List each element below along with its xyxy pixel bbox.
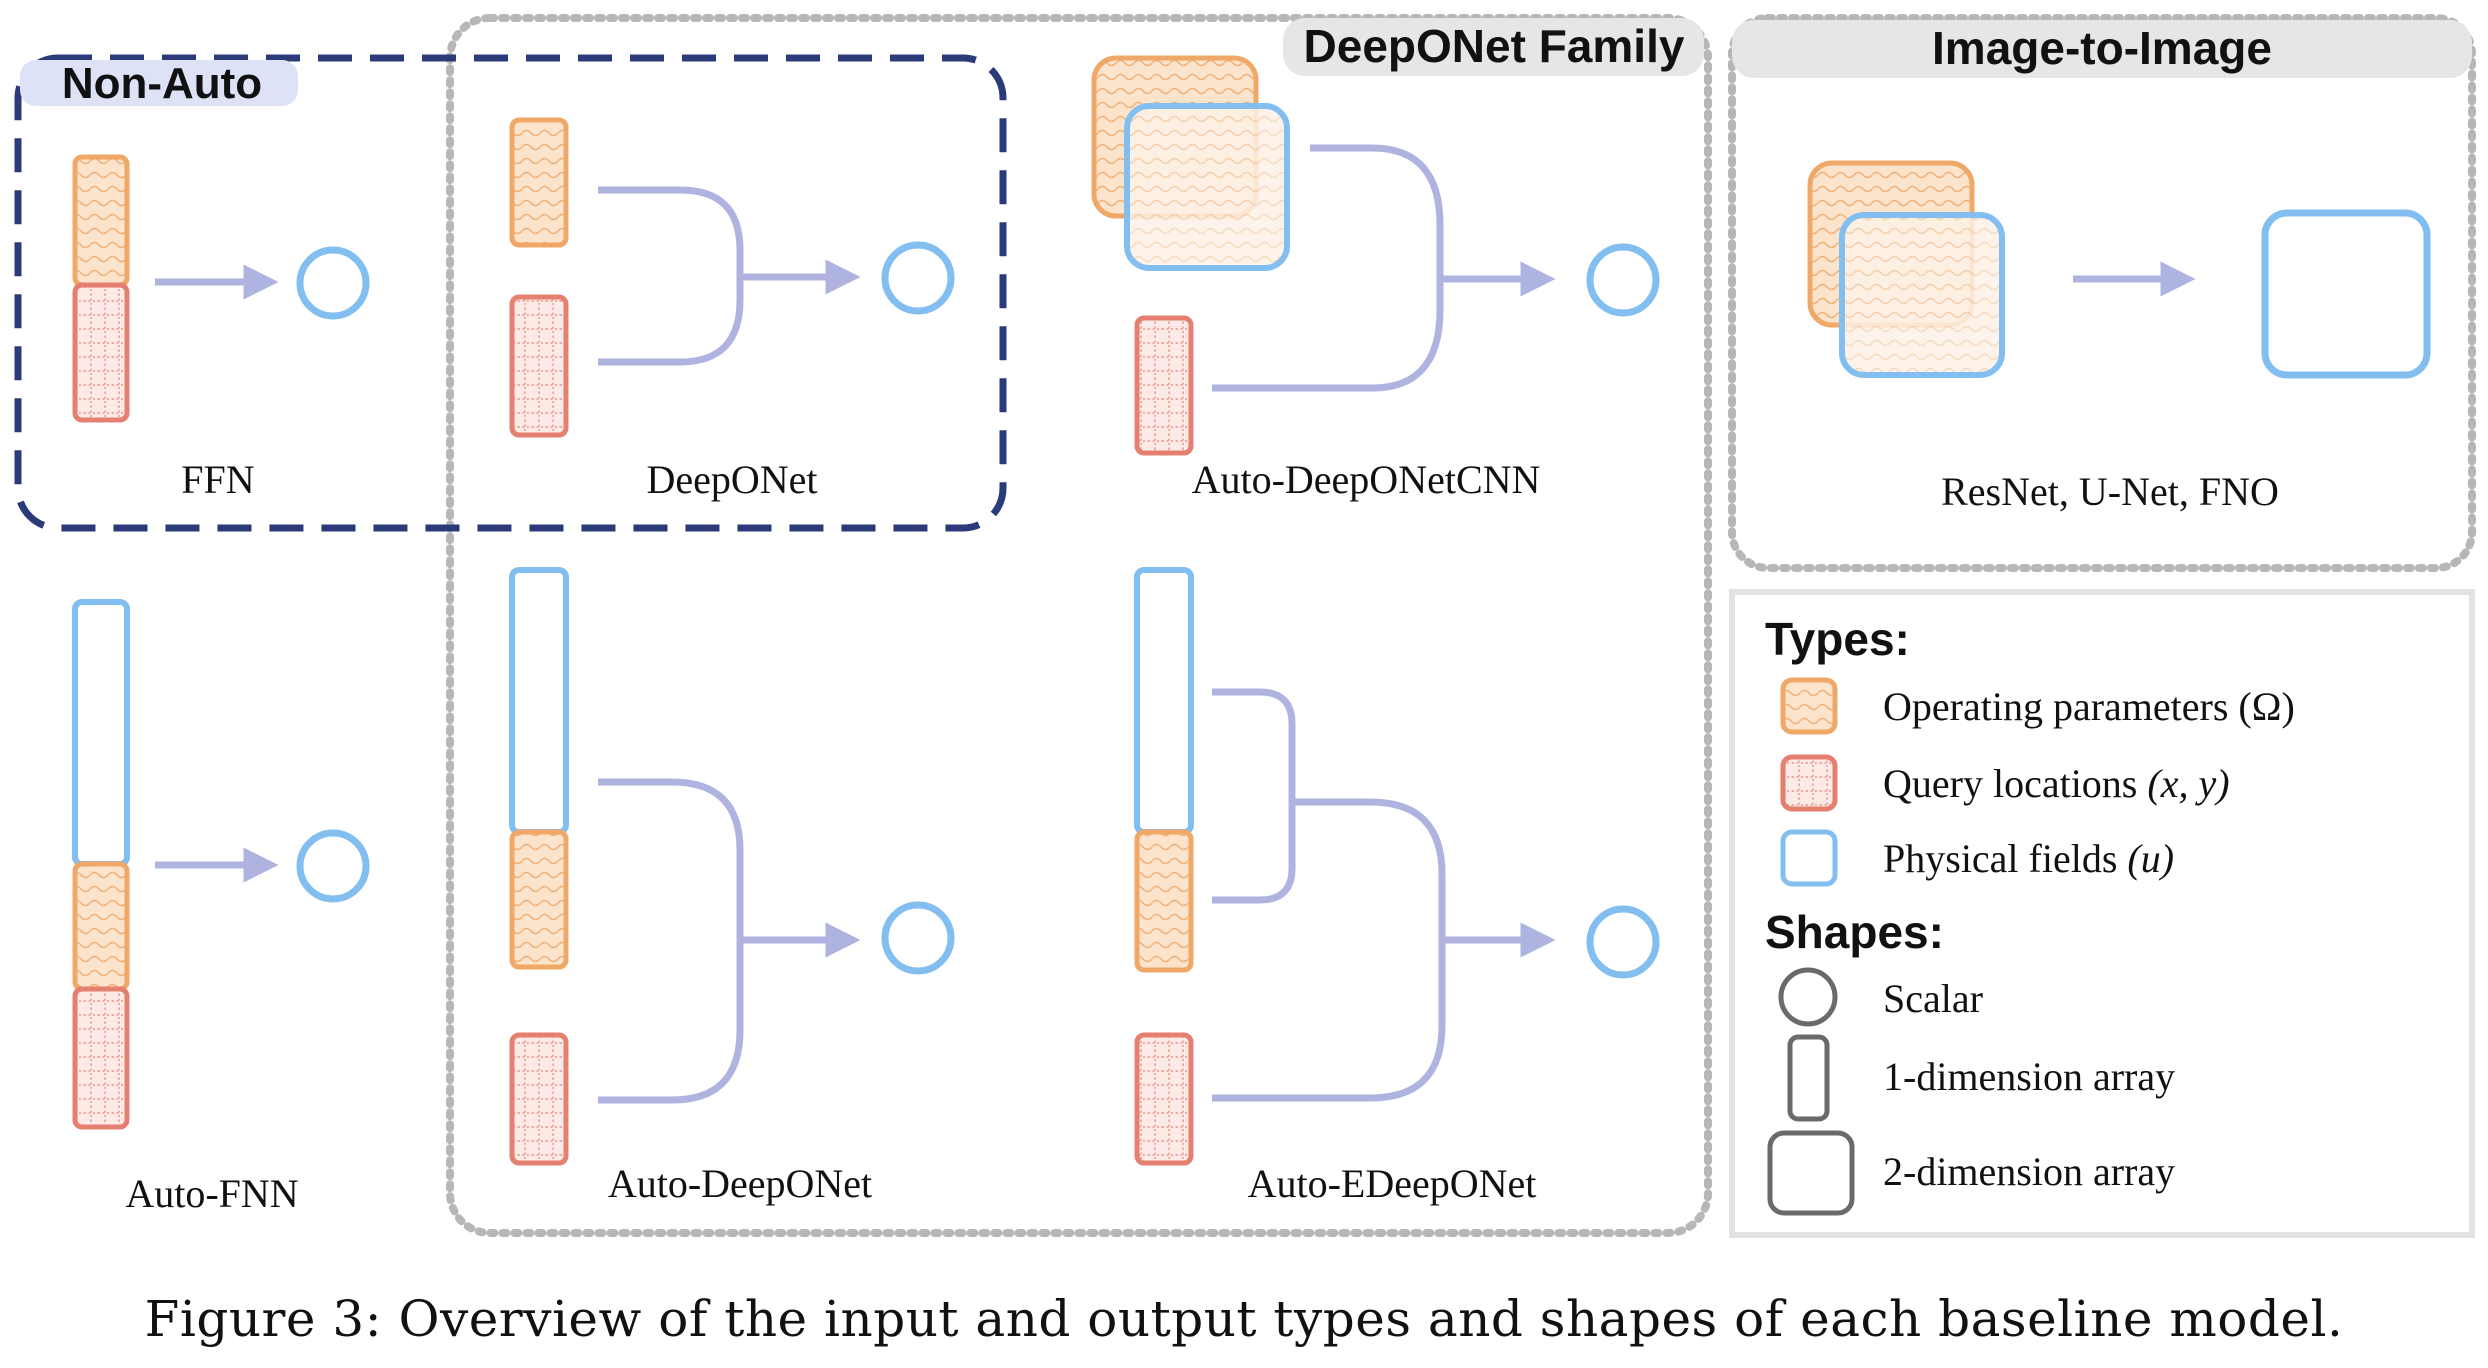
- image-to-image-model: ResNet, U-Net, FNO: [1807, 160, 2431, 514]
- auto-fnn-output-scalar: [296, 829, 370, 903]
- non-auto-title: Non-Auto: [62, 59, 262, 108]
- auto-deeponet-operating-params: [509, 829, 569, 970]
- auto-deeponetcnn-physical-fields: [1124, 103, 1290, 271]
- deeponet-connector: [598, 186, 744, 366]
- auto-fnn-operating-params: [72, 861, 130, 992]
- image-to-image-label: ResNet, U-Net, FNO: [1941, 469, 2279, 514]
- scalar-shape-icon: [1778, 967, 1838, 1027]
- auto-deeponet-query-locations: [509, 1032, 569, 1166]
- ffn-operating-params: [72, 154, 130, 288]
- deeponet-family-group: DeepONet Family: [446, 14, 1712, 1237]
- auto-edeeponet-query-locations: [1134, 1032, 1194, 1166]
- image-physical-fields-input: [1839, 212, 2005, 378]
- auto-deeponet-connector: [598, 778, 744, 1104]
- auto-deeponetcnn-connector: [1212, 144, 1444, 392]
- image-to-image-group: Image-to-Image: [1728, 14, 2476, 572]
- non-auto-group: Non-Auto: [14, 54, 1007, 532]
- deeponet-query-locations: [509, 294, 569, 438]
- image-to-image-title: Image-to-Image: [1932, 22, 2272, 74]
- ffn-label: FFN: [181, 457, 254, 502]
- auto-deeponet-physical-fields: [509, 567, 569, 835]
- ffn-query-locations: [72, 282, 130, 423]
- auto-edeeponet-output-scalar: [1586, 905, 1660, 979]
- auto-fnn-label: Auto-FNN: [125, 1171, 298, 1216]
- auto-edeeponet-physical-fields: [1134, 567, 1194, 835]
- auto-deeponetcnn-query-locations: [1134, 315, 1194, 456]
- legend-types-title: Types:: [1765, 613, 1910, 665]
- operating-parameters-swatch: [1780, 677, 1838, 735]
- auto-deeponetcnn-output-scalar: [1586, 243, 1660, 317]
- auto-edeeponet-inner-connector: [1212, 688, 1296, 904]
- auto-edeeponet-label: Auto-EDeepONet: [1248, 1161, 1537, 1206]
- auto-fnn-model: Auto-FNN: [72, 599, 370, 1216]
- one-dim-array-label: 1-dimension array: [1883, 1054, 2175, 1099]
- auto-deeponet-model: Auto-DeepONet: [509, 567, 955, 1206]
- query-locations-swatch: [1780, 754, 1838, 812]
- deeponet-output-scalar: [881, 241, 955, 315]
- physical-fields-swatch: [1780, 829, 1838, 887]
- deeponet-operating-params: [509, 117, 569, 248]
- query-locations-label: Query locations (x, y): [1883, 761, 2230, 806]
- deeponet-label: DeepONet: [646, 457, 817, 502]
- deeponet-family-title: DeepONet Family: [1304, 20, 1685, 72]
- auto-edeeponet-model: Auto-EDeepONet: [1134, 567, 1660, 1206]
- auto-deeponet-output-scalar: [881, 901, 955, 975]
- legend-shapes-title: Shapes:: [1765, 906, 1944, 958]
- auto-fnn-physical-fields: [72, 599, 130, 867]
- figure-caption: Figure 3: Overview of the input and outp…: [144, 1290, 2344, 1348]
- baseline-overview-diagram: DeepONet Family Image-to-Image Non-Auto …: [14, 14, 2476, 1238]
- auto-deeponetcnn-model: Auto-DeepONetCNN: [1091, 55, 1660, 502]
- auto-deeponet-label: Auto-DeepONet: [608, 1161, 872, 1206]
- auto-edeeponet-outer-connector: [1212, 798, 1446, 1102]
- two-dim-array-shape-icon: [1767, 1130, 1855, 1216]
- image-physical-fields-output: [2261, 209, 2431, 379]
- auto-deeponetcnn-label: Auto-DeepONetCNN: [1192, 457, 1541, 502]
- auto-edeeponet-operating-params: [1134, 829, 1194, 973]
- legend: Types: Operating parameters (Ω) Query lo…: [1729, 589, 2475, 1238]
- two-dim-array-label: 2-dimension array: [1883, 1149, 2175, 1194]
- scalar-label: Scalar: [1883, 976, 1983, 1021]
- physical-fields-label: Physical fields (u): [1883, 836, 2174, 881]
- ffn-model: FFN: [72, 154, 370, 502]
- one-dim-array-shape-icon: [1787, 1034, 1830, 1122]
- deeponet-model: DeepONet: [509, 117, 955, 502]
- operating-parameters-label: Operating parameters (Ω): [1883, 684, 2295, 729]
- ffn-output-scalar: [296, 246, 370, 320]
- auto-fnn-query-locations: [72, 986, 130, 1130]
